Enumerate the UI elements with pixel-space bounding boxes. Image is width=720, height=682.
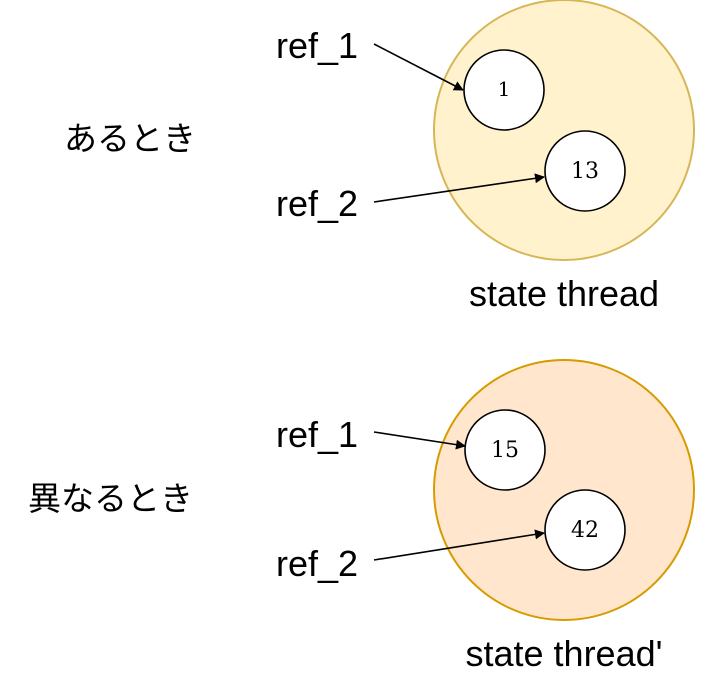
top-value1-node [463,49,545,131]
bottom-value1-node [464,409,546,491]
top-state-label: state thread [469,273,659,314]
bottom-ref1-arrow [373,431,466,450]
top-value2-node [544,130,626,212]
bottom-state-thread-circle [433,359,695,621]
bottom-state-label: state thread' [466,633,663,674]
bottom-ref2-arrow [373,529,545,561]
bottom-scenario: 異なるとき ref_1 ref_2 15 42 state thread' [28,359,695,674]
top-value1-text: 1 [498,77,511,101]
top-ref2-label: ref_2 [276,183,358,224]
top-moment-label: あるとき [64,119,196,158]
top-state-thread-circle [433,0,695,261]
bottom-value2-text: 42 [571,518,599,543]
bottom-ref2-label: ref_2 [276,543,358,584]
bottom-moment-label: 異なるとき [28,479,193,518]
bottom-ref1-label: ref_1 [276,414,358,455]
top-scenario: あるとき ref_1 ref_2 1 13 state thread [64,0,695,314]
top-ref1-arrow [373,43,464,91]
top-ref1-label: ref_1 [276,25,358,66]
bottom-value1-text: 15 [491,438,519,463]
top-ref2-arrow [373,173,545,203]
bottom-value2-node [544,489,626,571]
top-value2-text: 13 [571,159,599,184]
